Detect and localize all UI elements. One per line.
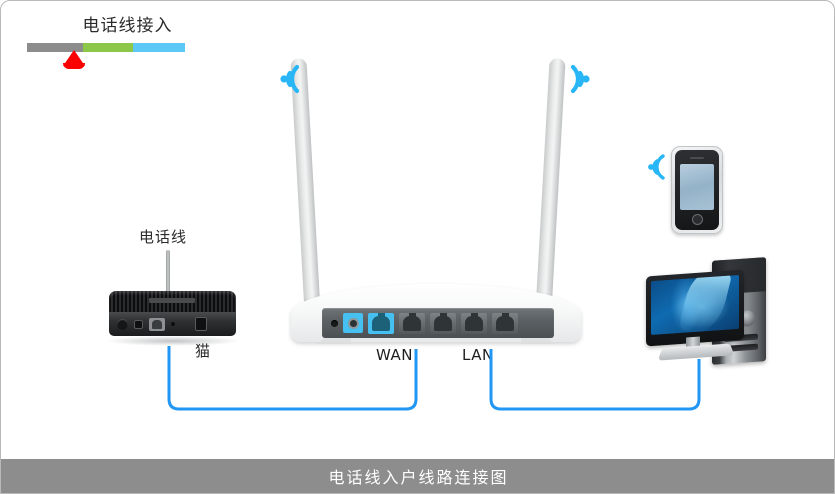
modem-body: [109, 291, 236, 337]
dsl-modem: 电话线 猫: [101, 226, 251, 371]
monitor-screen: [651, 274, 739, 336]
legend-segment-green: [83, 43, 133, 52]
phone-speaker-icon: [690, 157, 704, 159]
modem-ethernet-port[interactable]: [149, 317, 165, 331]
modem-led-icon: [171, 322, 175, 326]
lan-label: LAN: [462, 346, 494, 364]
wifi-signal-left-icon: [280, 64, 300, 94]
wireless-router: WAN LAN: [256, 46, 616, 364]
monitor-wallpaper-swirl: [678, 274, 732, 336]
modem-front-panel: [109, 312, 236, 336]
legend-segment-blue: [133, 43, 185, 52]
phone-screen: [680, 164, 714, 210]
phone-body: [671, 146, 723, 234]
router-port-panel: [322, 308, 554, 338]
desktop-computer: [646, 257, 776, 371]
modem-power-jack[interactable]: [134, 319, 143, 329]
diagram-caption: 电话线入户线路连接图: [1, 459, 834, 493]
legend-title: 电话线接入: [82, 16, 173, 36]
reset-hole-icon[interactable]: [331, 319, 338, 327]
modem-shadow: [105, 336, 241, 346]
modem-telephone-jack[interactable]: [195, 317, 207, 331]
wan-label: WAN: [376, 346, 413, 364]
legend-segment-gray: [27, 43, 83, 52]
modem-power-button[interactable]: [117, 318, 128, 330]
phone-home-button[interactable]: [692, 214, 703, 225]
lan-port-3[interactable]: [461, 312, 487, 334]
modem-top-shell: [109, 291, 236, 313]
wan-port[interactable]: [368, 312, 394, 334]
modem-label: 猫: [195, 342, 211, 360]
lan-port-2[interactable]: [430, 312, 456, 334]
legend-marker-triangle-icon: [63, 50, 85, 69]
wifi-signal-right-icon: [570, 64, 590, 94]
modem-badge: [149, 298, 195, 303]
lan-port-1[interactable]: [399, 312, 425, 334]
phone-line-wire: [166, 250, 170, 322]
power-port[interactable]: [343, 313, 363, 333]
wifi-signal-phone-icon: [648, 154, 665, 180]
phone-line-label: 电话线: [139, 228, 188, 246]
smartphone: [648, 146, 723, 238]
legend: 电话线接入: [27, 15, 202, 69]
phone-bezel: [675, 150, 719, 230]
legend-progress-bar: [27, 43, 185, 69]
pc-monitor: [646, 269, 744, 347]
lan-port-4[interactable]: [492, 312, 518, 334]
